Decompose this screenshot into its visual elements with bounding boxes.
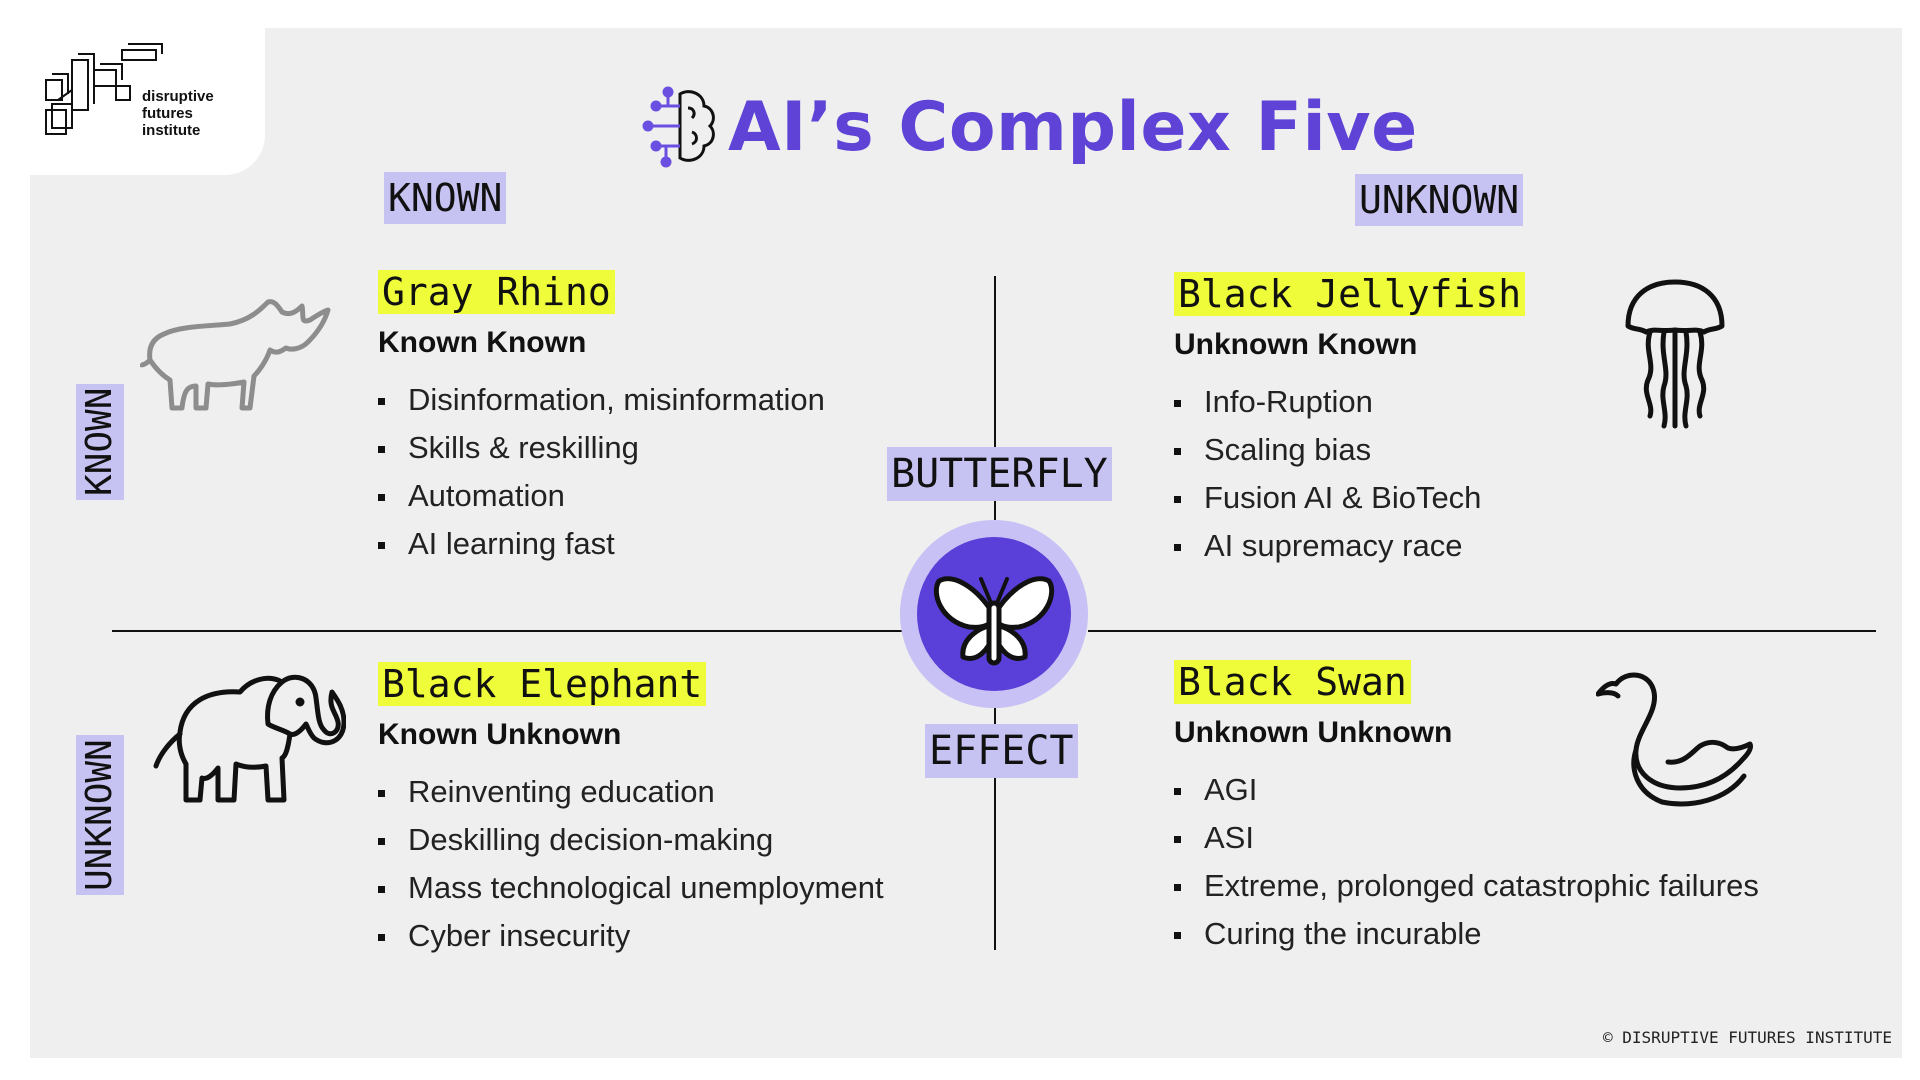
effect-label: EFFECT — [925, 724, 1078, 778]
brand-line-3: institute — [142, 122, 201, 139]
list-item: Info-Ruption — [1174, 378, 1734, 426]
quadrant-black-swan: Black Swan Unknown Unknown AGI ASI Extre… — [1174, 660, 1854, 958]
swan-icon — [1596, 672, 1753, 807]
quadrant-gray-rhino: Gray Rhino Known Known Disinformation, m… — [378, 270, 938, 568]
row-label-unknown: UNKNOWN — [76, 735, 124, 895]
quadrant-black-jellyfish: Black Jellyfish Unknown Known Info-Rupti… — [1174, 272, 1734, 570]
logo-area: disruptive futures institute — [0, 0, 265, 175]
list-item: Curing the incurable — [1174, 910, 1854, 958]
list-item: AGI — [1174, 766, 1854, 814]
brand-line-2: futures — [142, 105, 193, 122]
axis-vertical-mid-bottom — [994, 708, 996, 728]
column-label-known: KNOWN — [384, 172, 507, 224]
list-item: Scaling bias — [1174, 426, 1734, 474]
axis-vertical-top — [994, 276, 996, 460]
quadrant-black-elephant: Black Elephant Known Unknown Reinventing… — [378, 662, 998, 960]
quadrant-list: Disinformation, misinformation Skills & … — [378, 376, 938, 568]
title-area: AI’s Complex Five — [636, 82, 1418, 172]
butterfly-icon — [933, 576, 1055, 666]
list-item: Automation — [378, 472, 938, 520]
quadrant-subtitle: Known Unknown — [378, 718, 622, 751]
quadrant-subtitle: Known Known — [378, 326, 587, 359]
rhino-icon — [140, 299, 331, 411]
butterfly-inner-circle — [917, 537, 1071, 691]
column-label-unknown: UNKNOWN — [1355, 174, 1524, 226]
list-item: Deskilling decision-making — [378, 816, 998, 864]
quadrant-name: Black Elephant — [378, 662, 707, 706]
brand-line-1: disruptive — [142, 88, 214, 105]
quadrant-name: Gray Rhino — [378, 270, 615, 314]
jellyfish-icon — [1625, 279, 1725, 429]
copyright-text: © DISRUPTIVE FUTURES INSTITUTE — [1603, 1028, 1892, 1047]
list-item: Extreme, prolonged catastrophic failures — [1174, 862, 1854, 910]
row-label-known: KNOWN — [76, 383, 124, 500]
axis-vertical-mid-top — [994, 496, 996, 520]
butterfly-circle — [900, 520, 1088, 708]
list-item: Cyber insecurity — [378, 912, 998, 960]
list-item: AI learning fast — [378, 520, 938, 568]
quadrant-list: Info-Ruption Scaling bias Fusion AI & Bi… — [1174, 378, 1734, 570]
elephant-icon — [153, 674, 346, 803]
list-item: Reinventing education — [378, 768, 998, 816]
butterfly-label: BUTTERFLY — [887, 447, 1112, 501]
list-item: AI supremacy race — [1174, 522, 1734, 570]
list-item: Skills & reskilling — [378, 424, 938, 472]
brand-name: disruptive futures institute — [142, 88, 214, 139]
quadrant-name: Black Jellyfish — [1174, 272, 1526, 316]
dfi-logo-icon — [45, 43, 163, 135]
quadrant-list: Reinventing education Deskilling decisio… — [378, 768, 998, 960]
axis-horizontal-left — [112, 630, 902, 632]
list-item: Mass technological unemployment — [378, 864, 998, 912]
quadrant-name: Black Swan — [1174, 660, 1411, 704]
list-item: Disinformation, misinformation — [378, 376, 938, 424]
brain-circuit-icon — [642, 86, 715, 168]
quadrant-subtitle: Unknown Unknown — [1174, 716, 1453, 749]
axis-vertical-bottom — [994, 770, 996, 950]
quadrant-subtitle: Unknown Known — [1174, 328, 1418, 361]
page-title: AI’s Complex Five — [728, 87, 1418, 167]
quadrant-list: AGI ASI Extreme, prolonged catastrophic … — [1174, 766, 1854, 958]
axis-horizontal-right — [1088, 630, 1876, 632]
list-item: Fusion AI & BioTech — [1174, 474, 1734, 522]
list-item: ASI — [1174, 814, 1854, 862]
